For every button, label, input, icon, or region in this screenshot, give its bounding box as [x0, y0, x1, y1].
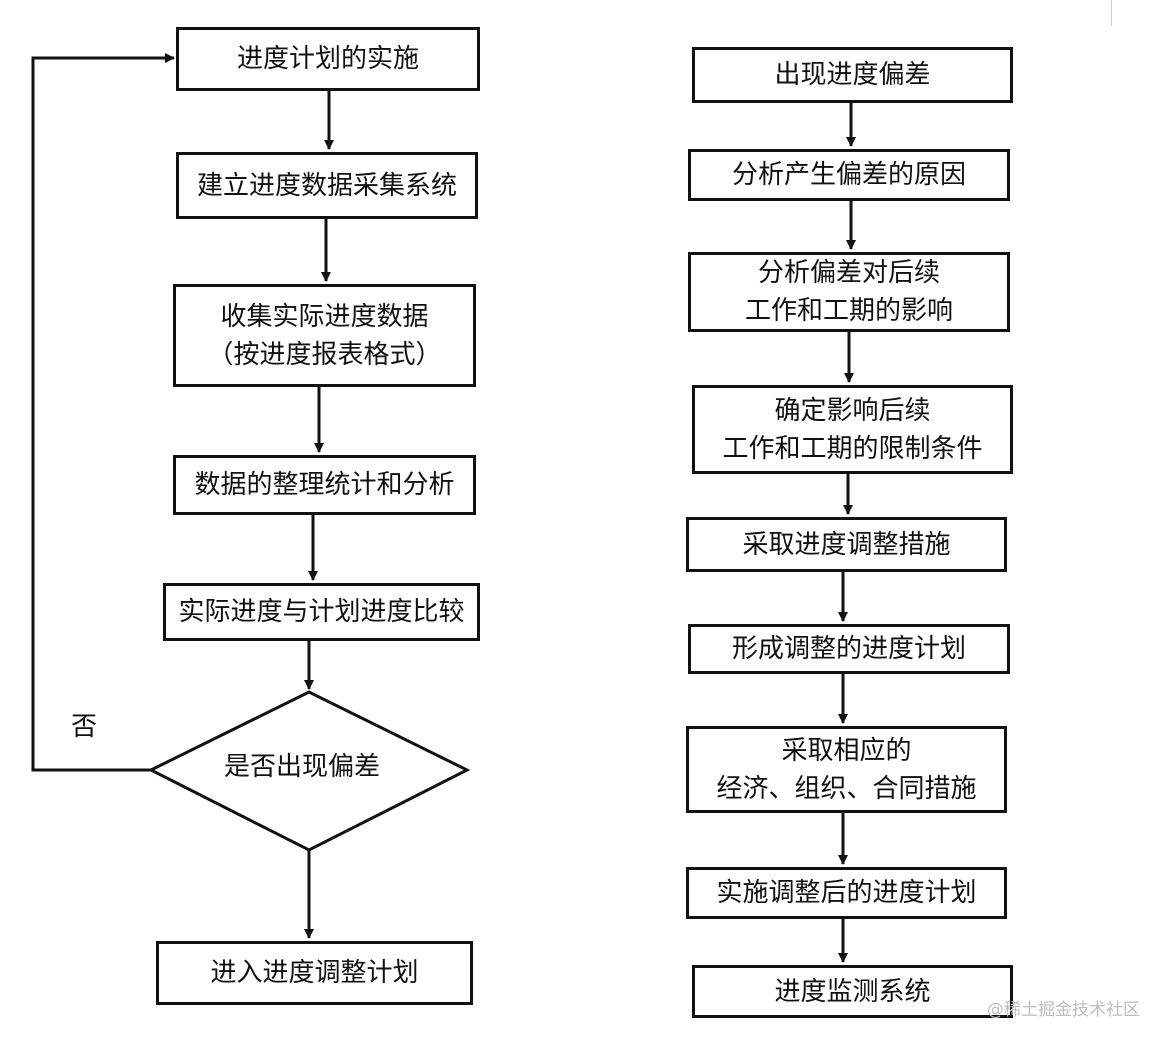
step-label-line1: 确定影响后续 [774, 395, 931, 426]
step-collect-actual-data: 收集实际进度数据 （按进度报表格式） [173, 284, 476, 387]
step-label-line1: 收集实际进度数据 [220, 301, 429, 332]
step-data-collection-system: 建立进度数据采集系统 [176, 152, 478, 219]
step-label-line2: 工作和工期的限制条件 [722, 433, 983, 464]
step-plan-implementation: 进度计划的实施 [176, 27, 480, 91]
step-determine-constraints: 确定影响后续 工作和工期的限制条件 [692, 385, 1013, 474]
corner-mark [1111, 0, 1112, 26]
step-data-analysis: 数据的整理统计和分析 [173, 455, 476, 515]
step-implement-adjusted-plan: 实施调整后的进度计划 [686, 867, 1007, 919]
decision-diamond [147, 690, 471, 852]
step-label: 分析产生偏差的原因 [731, 160, 966, 190]
step-analyze-impact: 分析偏差对后续 工作和工期的影响 [688, 252, 1010, 332]
step-take-adjustment-measures: 采取进度调整措施 [686, 517, 1007, 572]
step-label: 形成调整的进度计划 [731, 634, 966, 664]
step-compare-progress: 实际进度与计划进度比较 [163, 583, 480, 641]
step-analyze-causes: 分析产生偏差的原因 [688, 149, 1010, 201]
step-deviation-occurs: 出现进度偏差 [692, 47, 1013, 103]
step-enter-adjustment: 进入进度调整计划 [156, 941, 473, 1005]
step-label-line2: （按进度报表格式） [207, 339, 442, 370]
step-label: 进度监测系统 [774, 976, 931, 1007]
no-label: 否 [71, 712, 98, 742]
watermark: @稀土掘金技术社区 [987, 1000, 1140, 1020]
step-label: 出现进度偏差 [774, 60, 931, 90]
decision-label: 是否出现偏差 [224, 752, 381, 782]
step-label: 数据的整理统计和分析 [194, 470, 455, 500]
step-label-line2: 经济、组织、合同措施 [716, 773, 977, 804]
step-label: 采取进度调整措施 [742, 529, 951, 560]
step-label: 进度计划的实施 [236, 44, 419, 74]
step-label-line1: 采取相应的 [781, 735, 912, 766]
step-take-corresponding-measures: 采取相应的 经济、组织、合同措施 [686, 726, 1007, 813]
step-progress-monitoring: 进度监测系统 [692, 965, 1013, 1018]
step-form-adjusted-plan: 形成调整的进度计划 [688, 624, 1010, 674]
step-label-line2: 工作和工期的影响 [744, 296, 953, 326]
arrow-feedback-no [31, 53, 175, 772]
step-label: 实际进度与计划进度比较 [178, 597, 465, 627]
step-label: 实施调整后的进度计划 [716, 878, 977, 908]
step-label-line1: 分析偏差对后续 [757, 258, 940, 288]
step-label: 建立进度数据采集系统 [196, 170, 457, 201]
step-label: 进入进度调整计划 [210, 958, 419, 988]
